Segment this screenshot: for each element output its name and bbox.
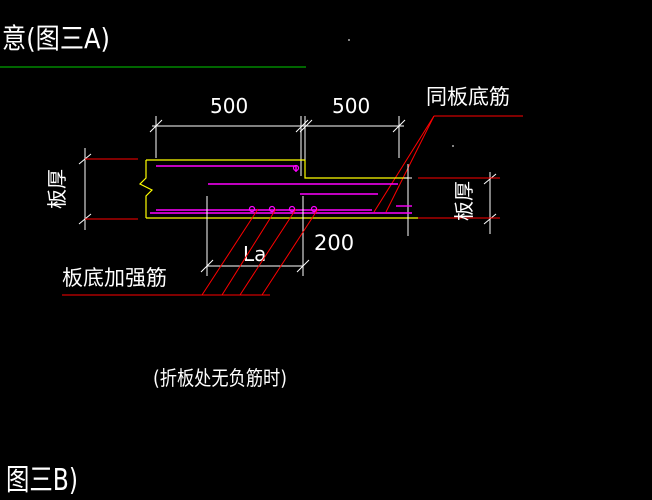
- caption-no-negative-bar: (折板处无负筋时): [153, 366, 287, 390]
- dimension-thickness-left: [78, 148, 138, 230]
- leader-same-bottom-bar: [373, 115, 523, 213]
- dimension-thickness-right: [418, 172, 500, 234]
- stray-dot: [452, 145, 454, 147]
- rebar-lines: [150, 165, 412, 214]
- label-thickness-left: 板厚: [45, 169, 69, 209]
- dimension-top: [149, 116, 406, 176]
- label-thickness-right: 板厚: [452, 181, 476, 221]
- slab-outline: [138, 159, 418, 219]
- dimension-200-label: 200: [314, 231, 354, 255]
- leader-bottom-reinforce: [62, 208, 319, 296]
- dimension-la-label: La: [243, 242, 266, 266]
- label-bottom-reinforce: 板底加强筋: [62, 266, 167, 290]
- dimension-500-left: 500: [210, 94, 248, 118]
- dimension-500-right: 500: [332, 94, 370, 118]
- slab-right-edge: [404, 164, 412, 236]
- dimension-la: [200, 196, 310, 276]
- rebar-section-dots: [248, 164, 318, 213]
- title-top: 意(图三A): [2, 22, 110, 55]
- title-bottom: 图三B): [6, 463, 78, 498]
- stray-dot: [348, 39, 350, 41]
- label-same-bottom-bar: 同板底筋: [426, 85, 510, 109]
